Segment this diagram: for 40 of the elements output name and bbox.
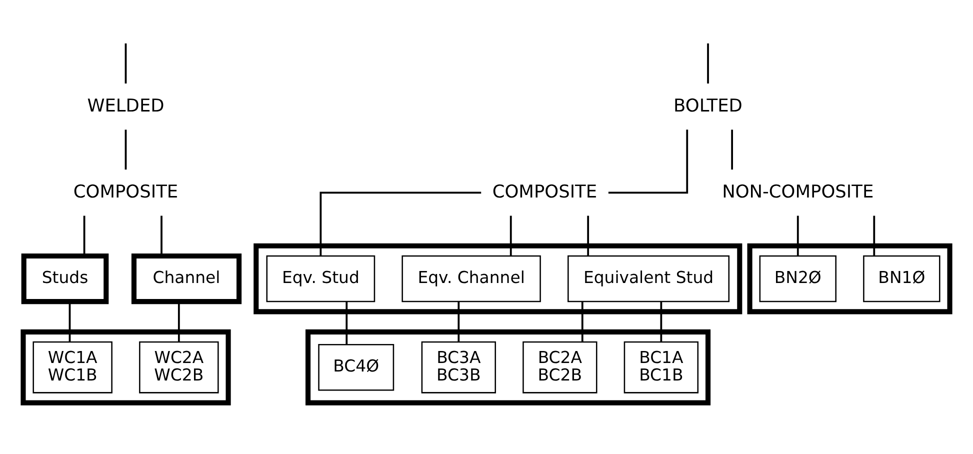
- node-text: NON-COMPOSITE: [722, 182, 874, 202]
- cluster: [20, 328, 231, 405]
- node-text: COMPOSITE: [73, 182, 178, 202]
- connector: [160, 215, 162, 256]
- node-box: Equivalent Stud: [568, 254, 730, 302]
- connector: [346, 301, 348, 344]
- cluster: [254, 242, 742, 314]
- cluster: [747, 242, 952, 314]
- node-box: WC2A WC2B: [139, 340, 219, 393]
- connector: [178, 301, 180, 342]
- node-text: COMPOSITE: [492, 182, 598, 202]
- connector: [707, 42, 709, 84]
- node-box: BC4Ø: [318, 343, 394, 390]
- connector: [510, 215, 512, 256]
- node-box: BC3A BC3B: [421, 340, 496, 393]
- node-text: WELDED: [87, 96, 164, 116]
- connector: [458, 301, 460, 342]
- node-box: Eqv. Channel: [402, 254, 541, 302]
- node-text: BOLTED: [674, 96, 742, 116]
- connector: [873, 215, 876, 256]
- cluster: [306, 328, 711, 405]
- connector: [587, 215, 590, 256]
- node-box: Studs: [21, 252, 109, 304]
- node-box: BN1Ø: [863, 254, 940, 302]
- connector: [731, 129, 733, 170]
- connector: [796, 215, 799, 256]
- connector: [581, 301, 584, 342]
- node-box: Eqv. Stud: [266, 254, 376, 302]
- connector: [68, 301, 71, 342]
- node-box: Channel: [131, 252, 242, 304]
- connector: [124, 129, 127, 170]
- connector: [608, 129, 688, 194]
- node-box: BN2Ø: [759, 254, 836, 302]
- node-box: BC2A BC2B: [522, 340, 598, 393]
- connector: [83, 215, 86, 256]
- node-box: BC1A BC1B: [624, 340, 699, 393]
- connector: [660, 301, 662, 342]
- connector: [124, 42, 127, 84]
- connector: [320, 191, 482, 256]
- node-box: WC1A WC1B: [32, 340, 112, 393]
